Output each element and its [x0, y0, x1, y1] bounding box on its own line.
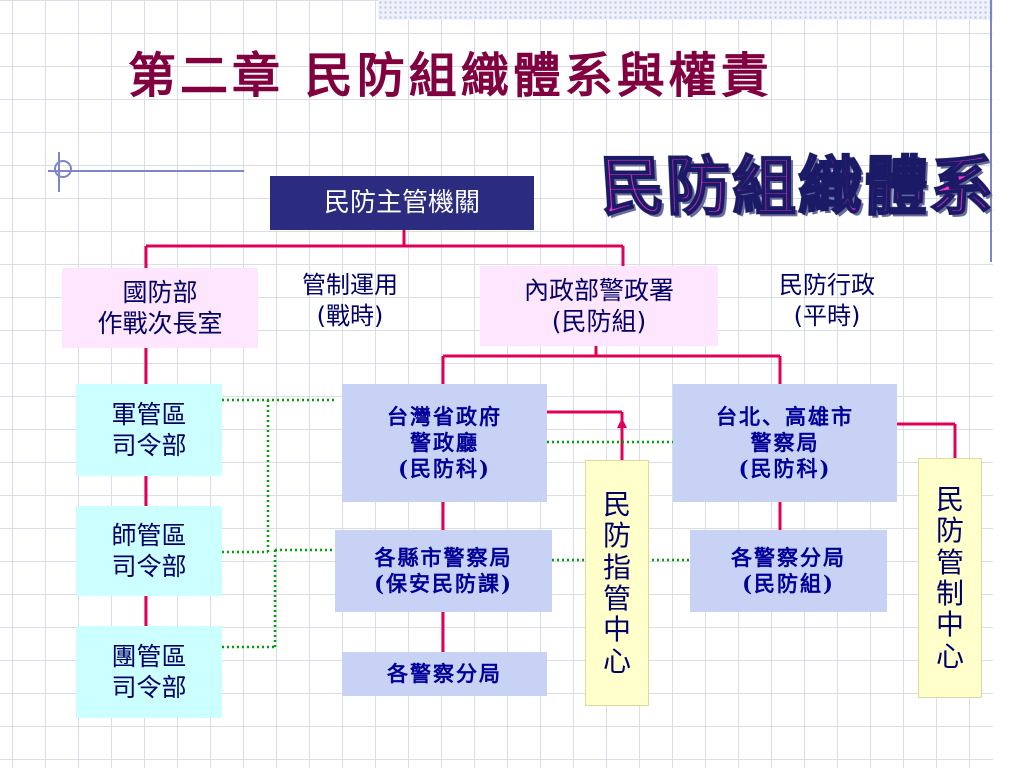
- army3-line-2: 司令部: [111, 672, 186, 703]
- city-police-line-1: 台北、高雄市: [716, 404, 854, 430]
- tw-police-line-3: (民防科): [398, 456, 491, 482]
- regiment-district-command-box: 團管區 司令部: [76, 626, 222, 718]
- army2-line-1: 師管區: [111, 520, 186, 551]
- city-police-box: 台北、高雄市 警察局 (民防科): [673, 384, 897, 502]
- tw-police-line-2: 警政廳: [410, 430, 479, 456]
- division-district-command-box: 師管區 司令部: [76, 506, 222, 596]
- army2-line-2: 司令部: [111, 551, 186, 582]
- wartime-label: 管制運用 (戰時): [282, 270, 418, 331]
- civil-defense-authority-box: 民防主管機關: [270, 176, 534, 230]
- army-district-command-box: 軍管區 司令部: [76, 384, 222, 476]
- taiwan-province-police-box: 台灣省政府 警政廳 (民防科): [342, 384, 547, 502]
- peacetime-line-2: (平時): [752, 301, 902, 332]
- control-center-label: 民防管制中心: [935, 484, 965, 672]
- city-precinct-box: 各警察分局 (民防組): [690, 530, 887, 612]
- county-police-line-2: (保安民防課): [374, 571, 513, 597]
- tw-police-line-1: 台灣省政府: [387, 404, 502, 430]
- city-precinct-line-2: (民防組): [742, 571, 835, 597]
- county-police-line-1: 各縣市警察局: [375, 545, 513, 571]
- npa-line-1: 內政部警政署: [524, 275, 674, 306]
- wartime-line-1: 管制運用: [282, 270, 418, 301]
- npa-line-2: (民防組): [552, 306, 647, 337]
- wartime-line-2: (戰時): [282, 301, 418, 332]
- army3-line-1: 團管區: [111, 641, 186, 672]
- control-center-box: 民防管制中心: [918, 458, 982, 698]
- city-precinct-line-1: 各警察分局: [731, 545, 846, 571]
- national-police-agency-box: 內政部警政署 (民防組): [480, 266, 718, 346]
- command-center-box: 民防指管中心: [585, 460, 649, 706]
- army1-line-2: 司令部: [111, 430, 186, 461]
- army1-line-1: 軍管區: [111, 399, 186, 430]
- civil-defense-authority-label: 民防主管機關: [324, 187, 480, 220]
- precinct-line-1: 各警察分局: [387, 661, 502, 687]
- mod-line-2: 作戰次長室: [97, 308, 222, 339]
- peacetime-line-1: 民防行政: [752, 270, 902, 301]
- county-police-box: 各縣市警察局 (保安民防課): [335, 530, 552, 612]
- precinct-box: 各警察分局: [342, 652, 547, 696]
- city-police-line-2: 警察局: [751, 430, 820, 456]
- peacetime-label: 民防行政 (平時): [752, 270, 902, 331]
- mod-line-1: 國防部: [122, 277, 197, 308]
- ministry-of-defense-box: 國防部 作戰次長室: [62, 268, 258, 348]
- command-center-label: 民防指管中心: [602, 489, 632, 677]
- city-police-line-3: (民防科): [739, 456, 832, 482]
